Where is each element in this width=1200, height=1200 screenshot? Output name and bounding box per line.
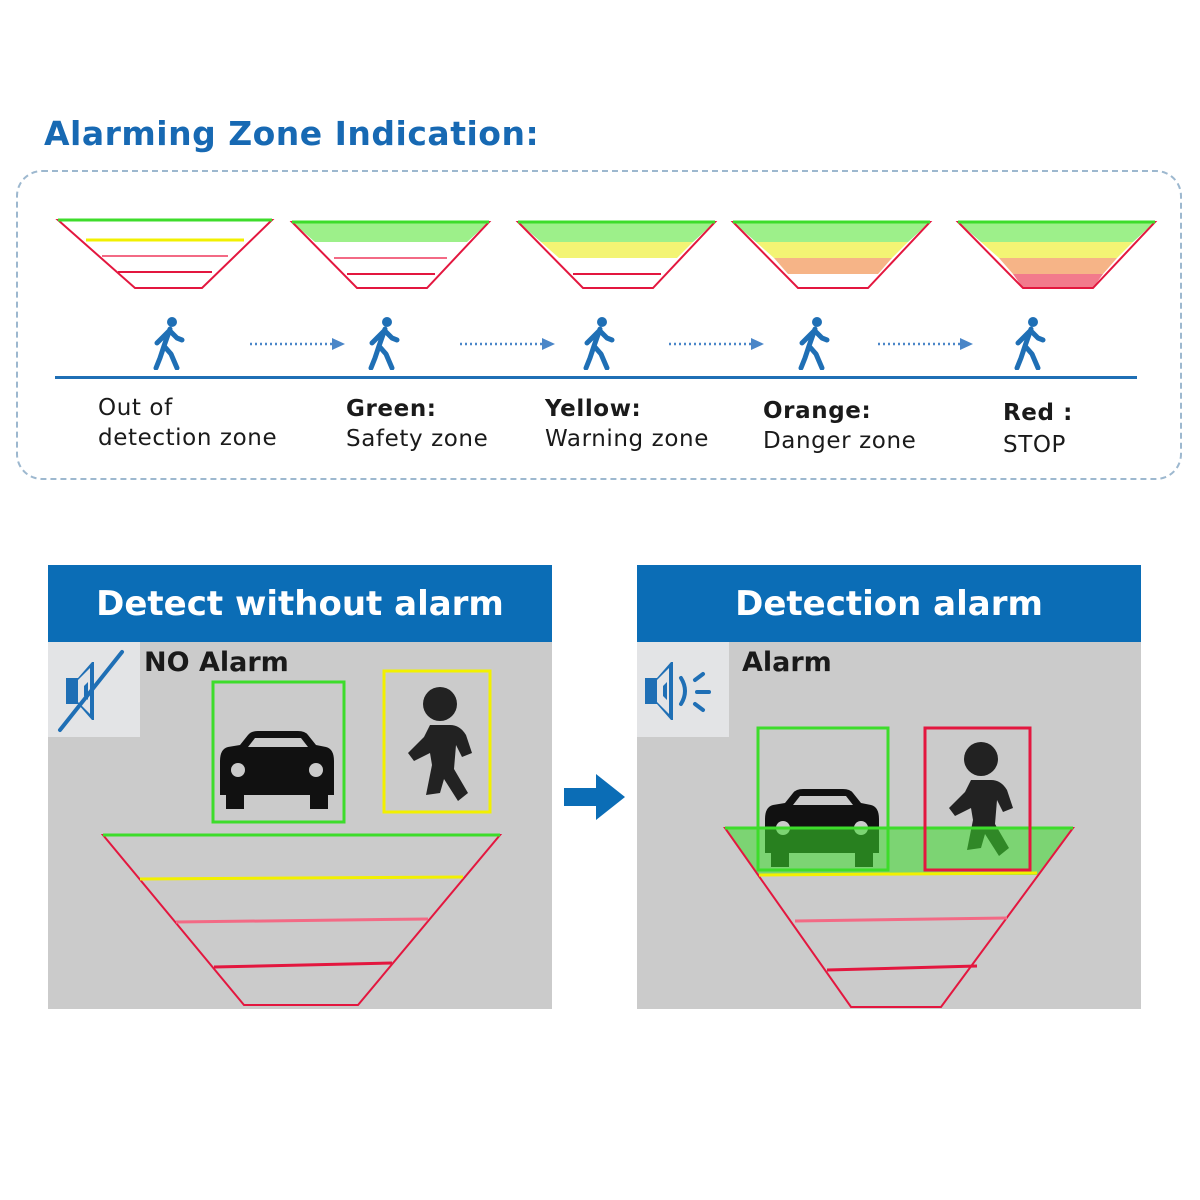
dotted-arrow-icon: [669, 338, 764, 350]
person-bounding-box: [382, 669, 492, 814]
walking-person-icon: [798, 317, 830, 370]
panel-header: Detection alarm: [637, 565, 1141, 642]
walking-person-icon: [1014, 317, 1046, 370]
right-arrow-icon: [564, 774, 625, 820]
zone-label-red: Red : STOP: [1003, 397, 1073, 461]
panel-alarm: Detection alarm Alarm: [637, 565, 1141, 1009]
zone-label-yellow: Yellow: Warning zone: [545, 394, 709, 454]
person-icon: [408, 687, 472, 801]
zone-label-out: Out of detection zone: [98, 393, 277, 453]
zone-label-green: Green: Safety zone: [346, 394, 488, 454]
walking-person-icon: [368, 317, 400, 370]
zone-label-head: Red :: [1003, 400, 1073, 426]
zone-cone-green: [289, 220, 492, 289]
speaker-sound-icon: [645, 662, 711, 720]
speaker-sound-icon-box: [637, 642, 729, 737]
speaker-muted-icon-box: [48, 642, 140, 737]
alarm-status-text: Alarm: [742, 647, 832, 678]
alarm-status-text: NO Alarm: [144, 647, 289, 678]
detection-scene: [723, 726, 1075, 1008]
zone-label-head: Yellow:: [545, 396, 642, 422]
car-bounding-box: [211, 680, 346, 824]
page-title: Alarming Zone Indication:: [44, 114, 540, 153]
timeline-line: [55, 376, 1137, 379]
zone-label-sub: Danger zone: [763, 428, 917, 454]
panel-no-alarm: Detect without alarm NO Alarm: [48, 565, 552, 1009]
dotted-arrow-icon: [460, 338, 555, 350]
walking-person-icon: [153, 317, 185, 370]
detection-scene: [100, 669, 503, 1006]
speaker-muted-icon: [58, 650, 124, 732]
car-icon: [220, 731, 334, 809]
panel-header: Detect without alarm: [48, 565, 552, 642]
walking-person-icon: [583, 317, 615, 370]
zone-label-head: Orange:: [763, 398, 872, 424]
dotted-arrow-icon: [878, 338, 973, 350]
zone-cone-red: [955, 220, 1158, 289]
zone-label-head: Green:: [346, 396, 437, 422]
zone-cone-orange: [730, 220, 933, 289]
zone-label-line2: detection zone: [98, 425, 278, 451]
zone-label-orange: Orange: Danger zone: [763, 396, 916, 456]
safety-zone-fill: [725, 828, 1073, 875]
zone-label-sub: Warning zone: [545, 426, 709, 452]
zone-cone-yellow: [515, 220, 718, 289]
car-bounding-box: [756, 726, 890, 872]
zone-cone-out: [55, 218, 275, 289]
zone-label-sub: Safety zone: [346, 426, 489, 452]
zone-label-line1: Out of: [98, 395, 173, 421]
dotted-arrow-icon: [250, 338, 345, 350]
zone-label-sub: STOP: [1003, 432, 1067, 458]
person-bounding-box: [923, 726, 1032, 872]
zone-indication-frame: [16, 170, 1182, 480]
